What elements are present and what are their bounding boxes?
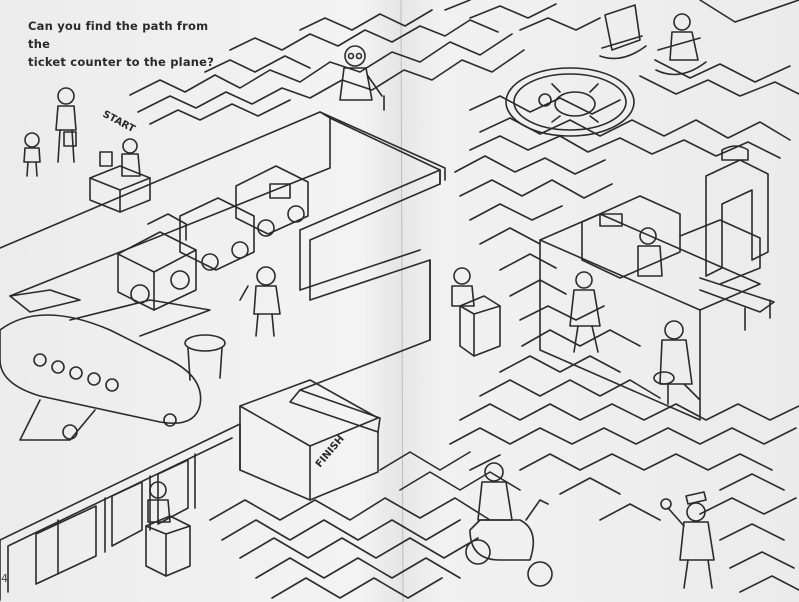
rocking-chairs xyxy=(599,4,707,76)
terminal-walls xyxy=(0,111,761,601)
desk-clerk xyxy=(145,481,191,577)
airplane xyxy=(0,289,226,441)
pilot-figure xyxy=(239,266,281,337)
book-gutter xyxy=(400,0,404,602)
security-agent xyxy=(637,227,663,277)
waving-man xyxy=(660,491,715,589)
grandma-figure xyxy=(339,45,385,111)
scooter-rider xyxy=(465,462,553,587)
turtle-rug xyxy=(505,67,635,137)
info-desk-agent xyxy=(451,267,501,357)
page-number: 4 xyxy=(1,572,8,585)
baggage-train xyxy=(117,165,309,311)
instruction-line-1: Can you find the path from the xyxy=(28,19,209,51)
family-figures xyxy=(23,87,77,177)
maze-walls xyxy=(129,0,799,599)
security-scanner xyxy=(581,145,775,331)
instruction-line-2: ticket counter to the plane? xyxy=(28,55,215,69)
maze-instructions: Can you find the path from the ticket co… xyxy=(28,17,228,71)
traveler-man xyxy=(653,320,701,405)
traveler-girl xyxy=(569,271,601,353)
ticket-counter xyxy=(89,138,151,213)
